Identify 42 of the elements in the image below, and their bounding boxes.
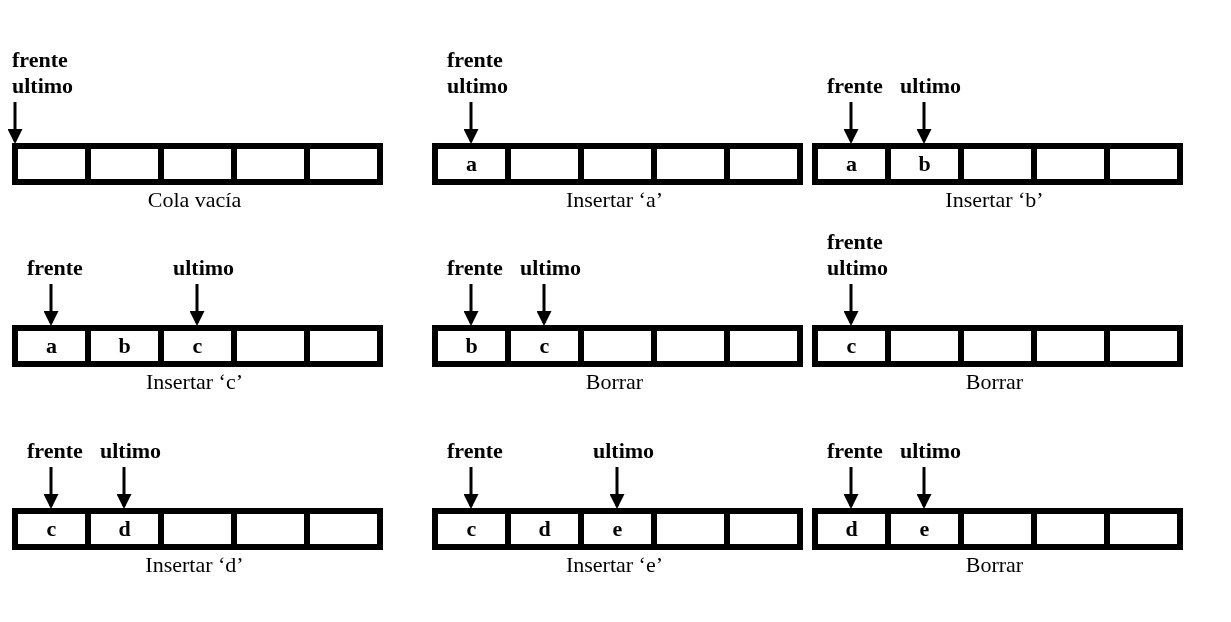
caption: Borrar [964,369,1025,395]
arrow [916,467,932,509]
caption: Cola vacía [146,187,243,213]
caption: Insertar ‘d’ [144,552,245,578]
pointer-label: ultimo [593,438,655,464]
caption: Insertar ‘a’ [564,187,665,213]
caption: Insertar ‘c’ [144,369,245,395]
arrow [536,284,552,326]
arrow [116,467,132,509]
caption: Borrar [584,369,645,395]
arrow [843,467,859,509]
pointer-label: frente [827,229,884,255]
pointer-label: ultimo [173,255,235,281]
pointer-label: frente [447,47,504,73]
pointer-label: frente [827,73,883,99]
arrow [463,102,479,144]
pointer-label: ultimo [520,255,582,281]
arrow [843,284,859,326]
pointer-label: frente [12,47,69,73]
pointer-label: frente [827,438,883,464]
pointer-label: ultimo [900,438,962,464]
arrow [43,467,59,509]
arrow [916,102,932,144]
arrow [609,467,625,509]
pointer-label: frente [447,438,503,464]
pointer-label: frente [27,438,83,464]
pointer-label: ultimo [100,438,162,464]
pointer-label: frente [447,255,503,281]
arrow [843,102,859,144]
pointer-label: ultimo [827,255,889,281]
arrow [7,102,23,144]
caption: Borrar [964,552,1025,578]
arrow [463,284,479,326]
arrow [189,284,205,326]
pointer-label: ultimo [12,73,74,99]
caption: Insertar ‘e’ [564,552,665,578]
arrow [463,467,479,509]
arrow [43,284,59,326]
pointer-label: ultimo [900,73,962,99]
pointer-label: frente [27,255,83,281]
pointer-label: ultimo [447,73,509,99]
caption: Insertar ‘b’ [944,187,1045,213]
